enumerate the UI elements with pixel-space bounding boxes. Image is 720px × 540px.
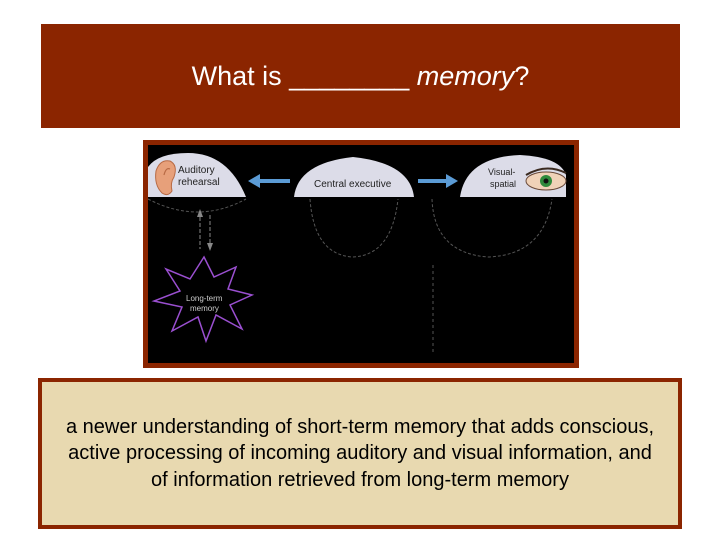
visual-label-line1: Visual-	[488, 167, 515, 177]
right-arrow	[418, 174, 458, 188]
central-executive-label: Central executive	[314, 179, 392, 190]
auditory-label-line1: Auditory	[178, 165, 215, 176]
long-term-starburst	[151, 255, 255, 344]
left-arrow	[248, 174, 290, 188]
ear-icon	[155, 160, 176, 196]
vertical-connector	[197, 209, 213, 251]
central-outline	[309, 198, 399, 258]
working-memory-diagram: Auditory rehearsal Central executive Vis…	[143, 140, 579, 368]
visual-label-line2: spatial	[490, 179, 516, 189]
auditory-label-line2: rehearsal	[178, 177, 220, 188]
title-prefix: What is ________	[191, 60, 417, 91]
eye-icon	[525, 167, 567, 191]
title-banner: What is ________ memory?	[41, 24, 680, 128]
definition-box: a newer understanding of short-term memo…	[38, 378, 682, 529]
title-emphasis: memory	[416, 60, 515, 91]
slide-title: What is ________ memory?	[192, 61, 530, 92]
central-dome	[294, 157, 414, 197]
visual-outline	[431, 198, 553, 258]
title-suffix: ?	[514, 60, 530, 91]
long-term-label-line2: memory	[190, 304, 219, 313]
definition-text: a newer understanding of short-term memo…	[65, 415, 655, 491]
auditory-outline	[148, 198, 247, 213]
long-term-label-line1: Long-term	[186, 294, 223, 303]
diagram-canvas: Auditory rehearsal Central executive Vis…	[148, 145, 574, 363]
diagram-svg: Auditory rehearsal Central executive Vis…	[148, 153, 567, 355]
